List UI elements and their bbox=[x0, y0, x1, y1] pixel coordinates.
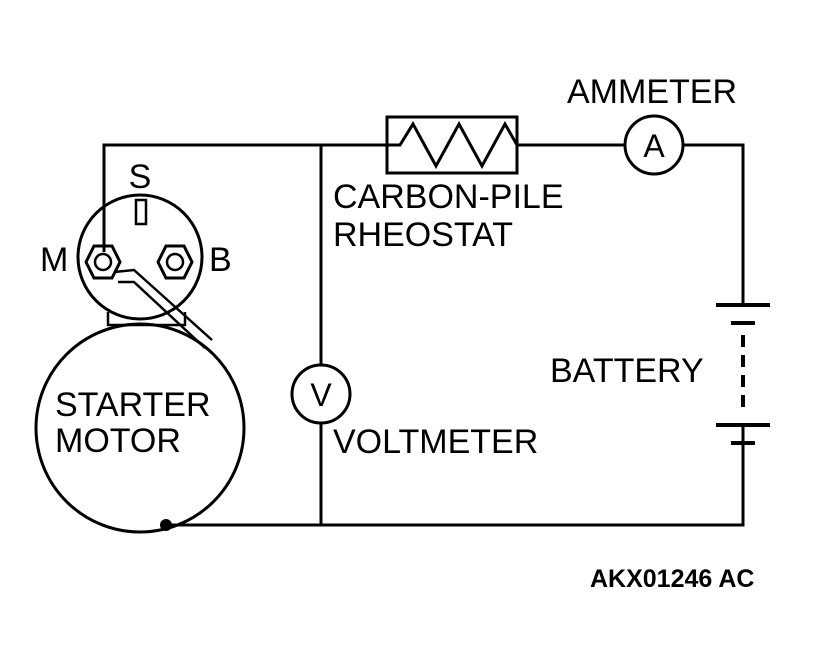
terminal-strap bbox=[113, 268, 213, 349]
ammeter-symbol-letter: A bbox=[643, 128, 665, 164]
voltmeter-symbol: V bbox=[290, 363, 352, 425]
wire-ammeter-battery bbox=[683, 143, 745, 305]
wire-top-left bbox=[102, 143, 387, 252]
wire-bottom bbox=[166, 425, 745, 527]
rheostat-box bbox=[385, 115, 519, 175]
terminal-b-label: B bbox=[209, 241, 232, 279]
rheostat-label-line1: CARBON-PILE bbox=[333, 178, 564, 216]
voltmeter-symbol-letter: V bbox=[310, 377, 332, 413]
starter-motor bbox=[34, 193, 246, 534]
motor-circle bbox=[34, 322, 246, 534]
starter-label-line1: STARTER bbox=[55, 386, 211, 424]
terminal-b-nut bbox=[156, 244, 194, 280]
rheostat-zigzag bbox=[387, 120, 519, 170]
voltmeter-circle bbox=[290, 363, 352, 425]
rheostat-label-line2: RHEOSTAT bbox=[333, 216, 513, 254]
terminal-s-tab bbox=[134, 198, 148, 226]
ground-dot bbox=[160, 519, 172, 531]
terminal-m-label: M bbox=[40, 241, 68, 279]
terminal-m-bolt bbox=[93, 252, 113, 272]
terminal-m-nut bbox=[84, 244, 122, 280]
rheostat-symbol bbox=[385, 115, 519, 175]
battery-label: BATTERY bbox=[550, 352, 704, 390]
ammeter-circle bbox=[623, 114, 685, 176]
voltmeter-label: VOLTMETER bbox=[333, 423, 538, 461]
solenoid-circle bbox=[76, 193, 204, 321]
reference-code: AKX01246 AC bbox=[590, 565, 754, 593]
terminal-s-label: S bbox=[129, 158, 152, 196]
circuit-wires bbox=[102, 143, 745, 527]
starter-label-line2: MOTOR bbox=[55, 422, 181, 460]
terminal-b-bolt bbox=[165, 252, 185, 272]
ammeter-symbol: A bbox=[623, 114, 685, 176]
ammeter-label: AMMETER bbox=[567, 73, 737, 111]
battery-symbol bbox=[716, 303, 770, 445]
